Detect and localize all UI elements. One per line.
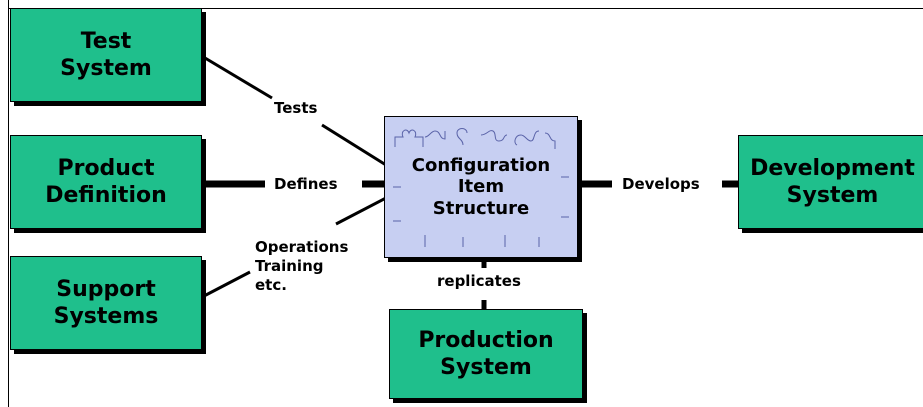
edge-label-replicates: replicates [437, 272, 521, 291]
development-system-box: Development System [738, 135, 923, 229]
support-systems-label: Support Systems [53, 276, 159, 330]
development-system-label: Development System [750, 155, 915, 209]
edge-tests-upper [199, 53, 273, 100]
edge-tests-lower [321, 123, 387, 167]
production-system-label: Production System [418, 327, 554, 381]
edge-operations-upper [335, 196, 387, 226]
support-systems-box: Support Systems [10, 256, 202, 350]
configuration-item-structure-label: Configuration Item Structure [411, 154, 551, 219]
edge-label-develops: Develops [622, 175, 700, 194]
configuration-item-structure-box: Configuration Item Structure [384, 116, 578, 258]
edge-operations-lower [203, 270, 251, 298]
edge-label-operations: Operations Training etc. [255, 238, 349, 294]
product-definition-label: Product Definition [45, 155, 167, 209]
test-system-box: Test System [10, 8, 202, 102]
puzzle-pattern [393, 128, 569, 247]
edge-label-defines: Defines [274, 175, 338, 194]
production-system-box: Production System [389, 309, 583, 399]
test-system-label: Test System [60, 28, 152, 82]
product-definition-box: Product Definition [10, 135, 202, 229]
edge-label-tests: Tests [274, 99, 318, 118]
